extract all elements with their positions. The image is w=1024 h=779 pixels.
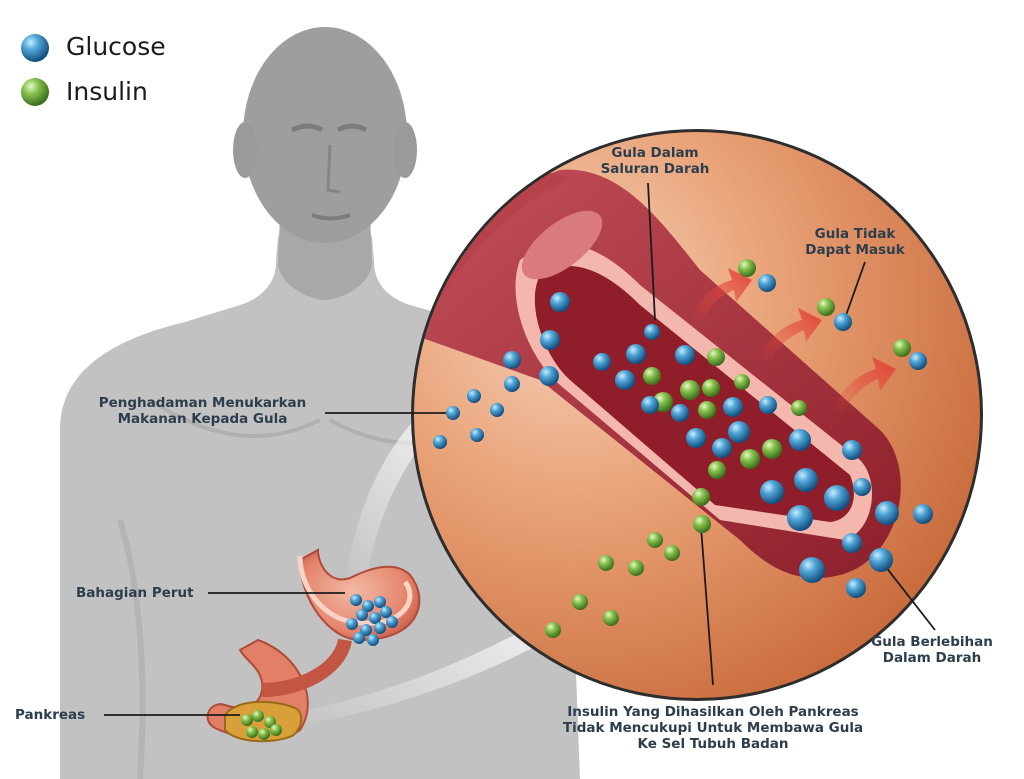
insulin-molecule <box>698 401 716 419</box>
insulin-molecule <box>893 339 911 357</box>
pancreas-illustration <box>224 700 303 743</box>
glucose-molecule <box>346 618 358 630</box>
glucose-molecule <box>356 609 368 621</box>
glucose-molecule <box>675 345 695 365</box>
glucose-molecule <box>842 440 862 460</box>
insulin-molecule <box>817 298 835 316</box>
glucose-molecule <box>386 616 398 628</box>
glucose-molecule <box>550 292 570 312</box>
insulin-molecule <box>252 710 264 722</box>
insulin-molecule <box>734 374 750 390</box>
glucose-molecule <box>374 622 386 634</box>
insulin-molecule <box>692 488 710 506</box>
glucose-molecule <box>760 480 784 504</box>
glucose-molecule <box>723 397 743 417</box>
glucose-molecule <box>799 557 825 583</box>
glucose-molecule <box>467 389 481 403</box>
glucose-molecule <box>380 606 392 618</box>
label-stomach: Bahagian Perut <box>76 585 194 601</box>
glucose-molecule <box>913 504 933 524</box>
glucose-molecule <box>909 352 927 370</box>
label-pancreas: Pankreas <box>15 707 86 723</box>
glucose-molecule <box>671 404 689 422</box>
insulin-molecule <box>598 555 614 571</box>
glucose-molecule <box>539 366 559 386</box>
glucose-molecule <box>875 501 899 525</box>
insulin-molecule <box>738 259 756 277</box>
glucose-molecule <box>869 548 893 572</box>
legend-insulin-label: Insulin <box>66 77 148 106</box>
insulin-molecule <box>740 449 760 469</box>
glucose-molecule <box>853 478 871 496</box>
glucose-molecule <box>824 485 850 511</box>
legend-glucose-label: Glucose <box>66 32 166 61</box>
legend-swatches <box>21 34 49 106</box>
glucose-molecule <box>846 578 866 598</box>
glucose-molecule <box>503 351 521 369</box>
glucose-molecule <box>360 624 372 636</box>
glucose-molecule <box>490 403 504 417</box>
insulin-molecule <box>647 532 663 548</box>
glucose-molecule <box>374 596 386 608</box>
red-escape-arrows <box>690 268 896 412</box>
glucose-molecule <box>540 330 560 350</box>
glucose-molecule <box>842 533 862 553</box>
insulin-molecule <box>680 380 700 400</box>
glucose-molecule <box>758 274 776 292</box>
glucose-molecule <box>834 313 852 331</box>
glucose-molecule <box>794 468 818 492</box>
insulin-molecule <box>258 728 270 740</box>
glucose-molecule <box>641 396 659 414</box>
glucose-molecule <box>446 406 460 420</box>
glucose-molecule <box>686 428 706 448</box>
insulin-molecule <box>762 439 782 459</box>
glucose-molecule <box>367 634 379 646</box>
glucose-molecule <box>369 612 381 624</box>
glucose-molecule <box>728 421 750 443</box>
glucose-molecule <box>759 396 777 414</box>
insulin-molecule <box>693 515 711 533</box>
glucose-molecule <box>615 370 635 390</box>
insulin-molecule <box>707 348 725 366</box>
insulin-molecule <box>545 622 561 638</box>
glucose-legend-dot <box>21 34 49 62</box>
insulin-molecule <box>702 379 720 397</box>
insulin-molecule <box>246 726 258 738</box>
insulin-molecule <box>603 610 619 626</box>
insulin-molecule <box>241 714 253 726</box>
insulin-molecule <box>643 367 661 385</box>
glucose-molecule <box>470 428 484 442</box>
insulin-molecule <box>628 560 644 576</box>
leader-lines <box>104 182 936 716</box>
insulin-legend-dot <box>21 78 49 106</box>
glucose-molecule <box>789 429 811 451</box>
glucose-molecule <box>593 353 611 371</box>
glucose-molecule <box>362 600 374 612</box>
molecule-layer <box>241 259 933 740</box>
glucose-molecule <box>644 324 660 340</box>
glucose-molecule <box>433 435 447 449</box>
glucose-molecule <box>350 594 362 606</box>
glucose-molecule <box>787 505 813 531</box>
glucose-molecule <box>626 344 646 364</box>
insulin-molecule <box>270 724 282 736</box>
insulin-molecule <box>791 400 807 416</box>
glucose-molecule <box>504 376 520 392</box>
insulin-molecule <box>708 461 726 479</box>
insulin-molecule <box>664 545 680 561</box>
glucose-molecule <box>353 632 365 644</box>
insulin-molecule <box>572 594 588 610</box>
glucose-molecule <box>712 438 732 458</box>
